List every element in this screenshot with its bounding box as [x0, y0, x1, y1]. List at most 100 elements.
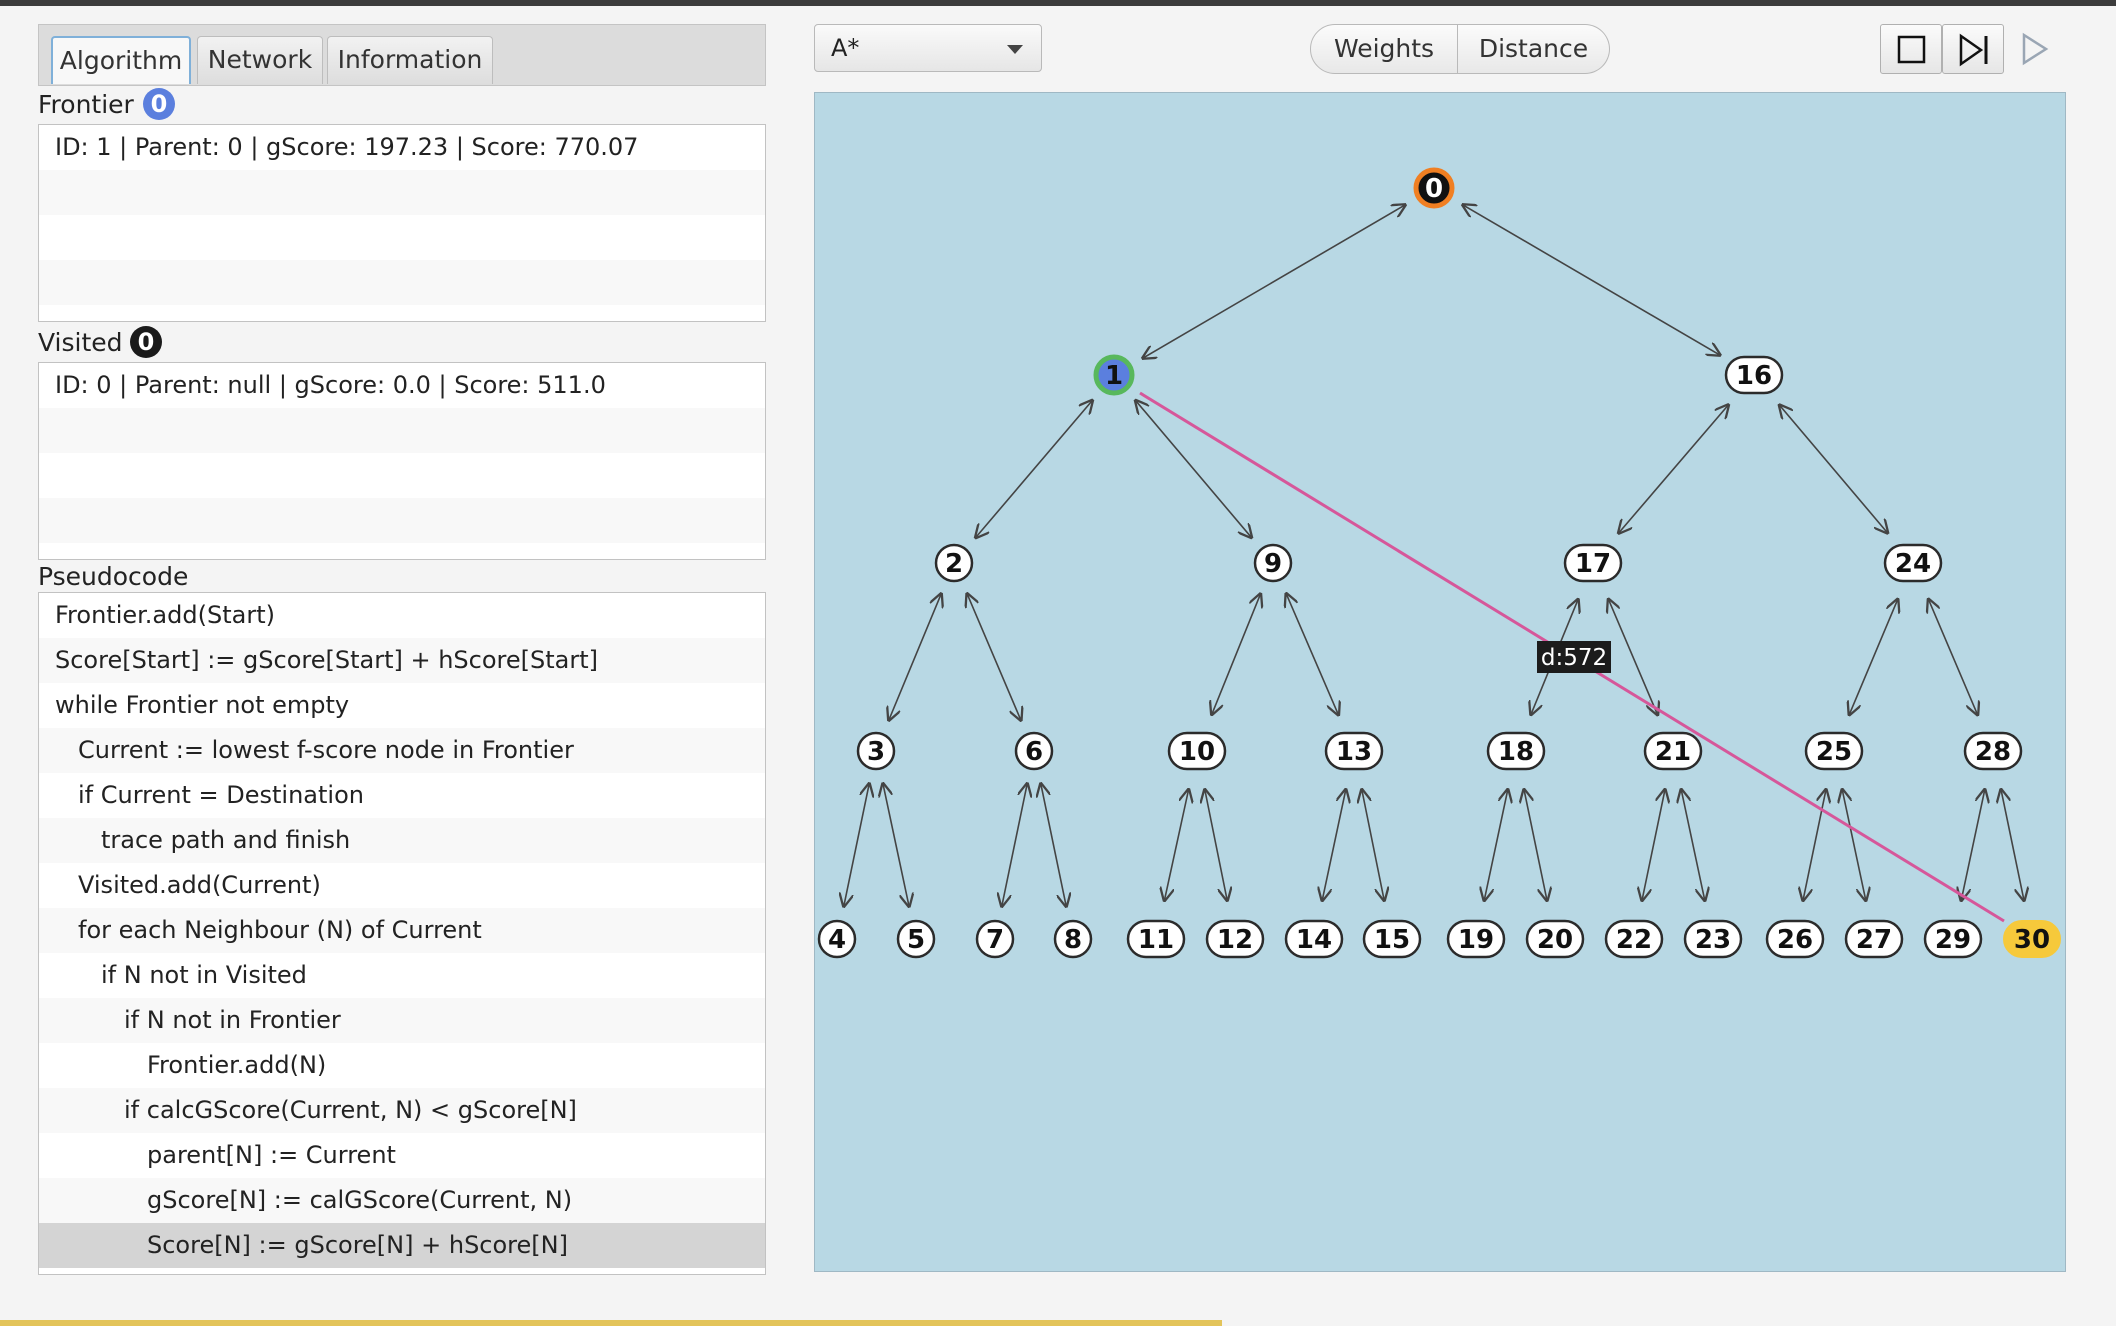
pseudocode-line[interactable]: if N not in Frontier — [39, 998, 765, 1043]
graph-edge — [1961, 788, 1985, 902]
frontier-list[interactable]: ID: 1 | Parent: 0 | gScore: 197.23 | Sco… — [38, 124, 766, 322]
graph-node-16[interactable]: 16 — [1724, 355, 1784, 395]
graph-node-shape — [1362, 919, 1422, 959]
graph-node-25[interactable]: 25 — [1804, 731, 1864, 771]
graph-node-label: 12 — [1217, 925, 1253, 955]
graph-node-shape — [856, 731, 896, 771]
graph-node-shape — [1413, 167, 1455, 209]
graph-node-label: 11 — [1138, 925, 1174, 955]
tab-algorithm[interactable]: Algorithm — [51, 36, 191, 84]
algorithm-select[interactable]: A* — [814, 24, 1042, 72]
graph-node-shape — [1883, 543, 1943, 583]
graph-edge — [1779, 404, 1889, 534]
distance-button[interactable]: Distance — [1458, 24, 1610, 74]
frontier-label: Frontier — [38, 90, 134, 119]
play-button[interactable] — [2010, 24, 2060, 74]
pseudocode-label: Pseudocode — [38, 562, 189, 591]
pseudocode-line[interactable]: trace path and finish — [39, 818, 765, 863]
pseudocode-line[interactable]: Frontier.add(N) — [147, 1051, 327, 1079]
graph-node-shape — [934, 543, 974, 583]
step-forward-icon — [1959, 33, 1988, 67]
graph-node-9[interactable]: 9 — [1253, 543, 1293, 583]
graph-node-0[interactable]: 0 — [1413, 167, 1455, 209]
graph-node-12[interactable]: 12 — [1205, 919, 1265, 959]
pseudocode-line[interactable]: if calcGScore(Current, N) < gScore[N] — [39, 1088, 765, 1133]
stop-button[interactable] — [1880, 24, 1942, 74]
graph-edge — [1001, 782, 1027, 907]
pseudocode-line[interactable]: while Frontier not empty — [55, 691, 350, 719]
play-icon — [2022, 32, 2049, 66]
graph-node-20[interactable]: 20 — [1525, 919, 1585, 959]
graph-node-26[interactable]: 26 — [1765, 919, 1825, 959]
graph-node-8[interactable]: 8 — [1053, 919, 1093, 959]
graph-node-6[interactable]: 6 — [1014, 731, 1054, 771]
graph-node-label: 25 — [1816, 737, 1852, 767]
graph-node-27[interactable]: 27 — [1844, 919, 1904, 959]
graph-node-19[interactable]: 19 — [1446, 919, 1506, 959]
graph-node-shape — [1683, 919, 1743, 959]
graph-node-label: 8 — [1064, 925, 1082, 955]
graph-node-2[interactable]: 2 — [934, 543, 974, 583]
graph-node-29[interactable]: 29 — [1923, 919, 1983, 959]
pseudocode-line[interactable]: Visited.add(Current) — [78, 871, 321, 899]
graph-node-11[interactable]: 11 — [1126, 919, 1186, 959]
list-empty-row — [39, 498, 765, 543]
pseudocode-line[interactable]: Score[N] := gScore[N] + hScore[N] — [39, 1223, 765, 1268]
graph-node-13[interactable]: 13 — [1324, 731, 1384, 771]
distance-label-text: d:572 — [1541, 645, 1607, 671]
frontier-list-item[interactable]: ID: 1 | Parent: 0 | gScore: 197.23 | Sco… — [55, 133, 639, 161]
pseudocode-line[interactable]: Score[Start] := gScore[Start] + hScore[S… — [39, 638, 765, 683]
graph-node-label: 21 — [1655, 737, 1691, 767]
graph-node-label: 29 — [1935, 925, 1971, 955]
graph-node-4[interactable]: 4 — [817, 919, 857, 959]
visited-list-item[interactable]: ID: 0 | Parent: null | gScore: 0.0 | Sco… — [55, 371, 606, 399]
graph-node-22[interactable]: 22 — [1604, 919, 1664, 959]
tab-network[interactable]: Network — [197, 36, 323, 84]
graph-node-30[interactable]: 30 — [2003, 920, 2061, 958]
graph-edge — [1608, 598, 1658, 716]
visited-label: Visited — [38, 328, 123, 357]
pseudocode-line[interactable]: if N not in Visited — [101, 961, 307, 989]
graph-node-7[interactable]: 7 — [975, 919, 1015, 959]
pseudocode-line[interactable]: if Current = Destination — [78, 781, 364, 809]
weights-button[interactable]: Weights — [1310, 24, 1458, 74]
graph-edge — [888, 593, 941, 722]
pseudocode-line[interactable]: Frontier.add(Start) — [55, 601, 275, 629]
pseudocode-line[interactable]: Current := lowest f-score node in Fronti… — [39, 728, 765, 773]
step-forward-button[interactable] — [1942, 24, 2004, 74]
graph-node-10[interactable]: 10 — [1167, 731, 1227, 771]
graph-node-15[interactable]: 15 — [1362, 919, 1422, 959]
pseudocode-line[interactable]: gScore[N] := calGScore(Current, N) — [39, 1178, 765, 1223]
graph-node-28[interactable]: 28 — [1963, 731, 2023, 771]
graph-node-shape — [1446, 919, 1506, 959]
pseudocode-line[interactable]: parent[N] := Current — [147, 1141, 396, 1169]
graph-node-label: 9 — [1264, 549, 1282, 579]
graph-node-3[interactable]: 3 — [856, 731, 896, 771]
graph-node-14[interactable]: 14 — [1284, 919, 1344, 959]
tab-information[interactable]: Information — [327, 36, 493, 84]
graph-edge — [1484, 788, 1508, 902]
graph-edge — [1803, 788, 1827, 902]
graph-node-17[interactable]: 17 — [1563, 543, 1623, 583]
distance-label-bg — [1537, 641, 1611, 673]
graph-node-shape — [1253, 543, 1293, 583]
graph-node-shape — [1525, 919, 1585, 959]
graph-node-label: 10 — [1179, 737, 1215, 767]
visited-list[interactable]: ID: 0 | Parent: null | gScore: 0.0 | Sco… — [38, 362, 766, 560]
pseudocode-line[interactable]: for each Neighbour (N) of Current — [39, 908, 765, 953]
graph-node-21[interactable]: 21 — [1643, 731, 1703, 771]
graph-node-1[interactable]: 1 — [1093, 354, 1135, 396]
graph-node-label: 0 — [1425, 174, 1443, 204]
graph-node-shape — [1765, 919, 1825, 959]
graph-node-23[interactable]: 23 — [1683, 919, 1743, 959]
graph-node-18[interactable]: 18 — [1486, 731, 1546, 771]
graph-edge — [967, 592, 1022, 721]
graph-node-5[interactable]: 5 — [896, 919, 936, 959]
graph-node-label: 16 — [1736, 361, 1772, 391]
graph-node-label: 22 — [1616, 925, 1652, 955]
graph-node-24[interactable]: 24 — [1883, 543, 1943, 583]
graph-edge — [1362, 788, 1385, 902]
graph-edge — [1681, 788, 1705, 902]
pseudocode-list[interactable]: Frontier.add(Start) Score[Start] := gScor… — [38, 592, 766, 1275]
